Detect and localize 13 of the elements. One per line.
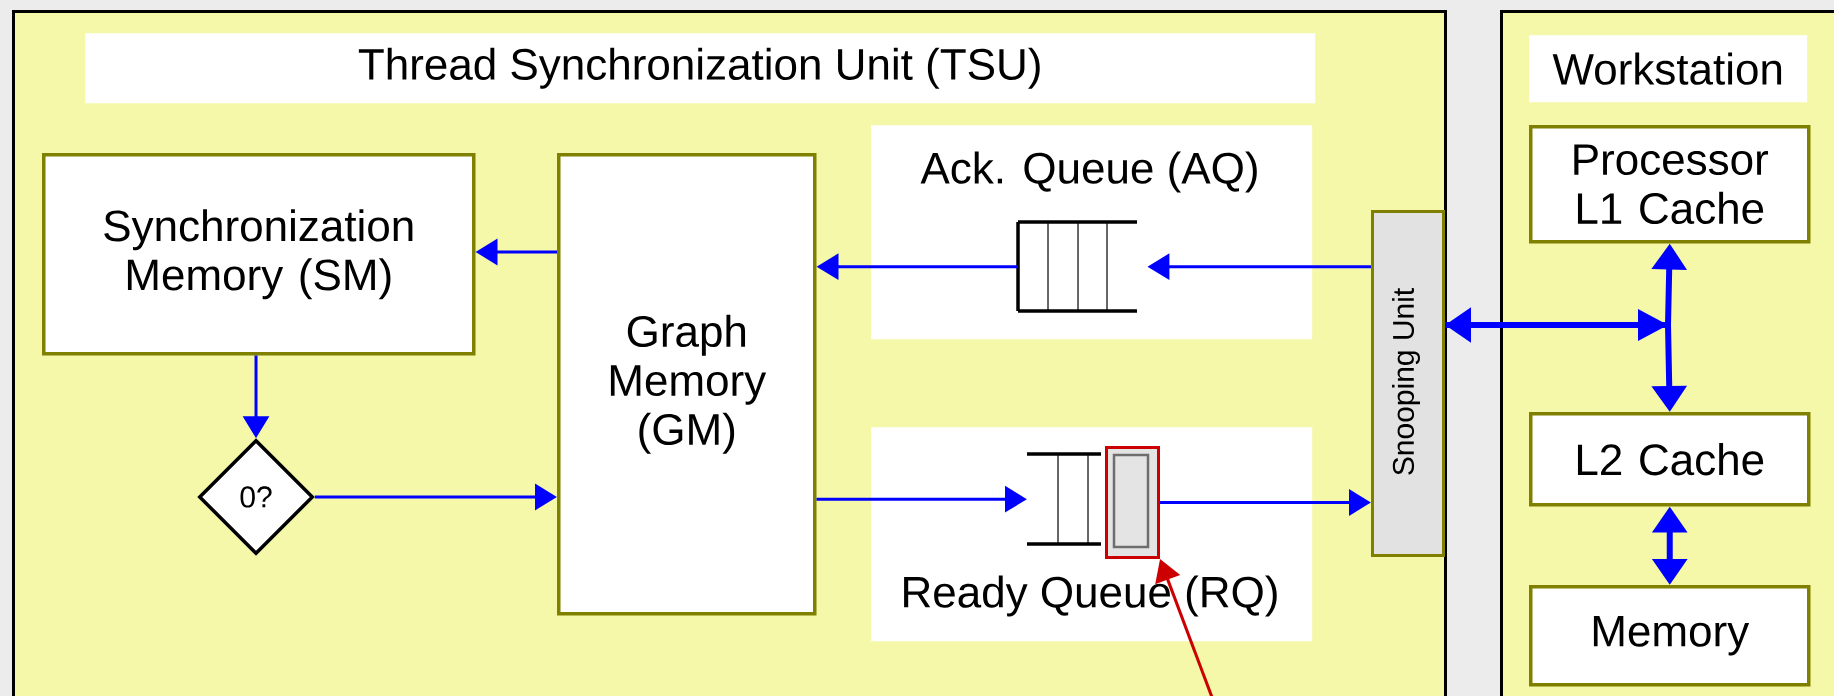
title-bar: Thread Synchronization Unit (TSU) — [85, 33, 1316, 104]
title-bar: Workstation — [1529, 35, 1808, 103]
processor-box: Processor L1 Cache — [1529, 125, 1811, 244]
highlighted-slot — [1105, 446, 1160, 559]
queue-label: Ack. Queue (AQ) — [920, 151, 1257, 193]
queue-icon — [1027, 452, 1101, 546]
memory-box: Memory — [1529, 585, 1811, 687]
memory-box: Synchronization Memory (SM) — [42, 153, 476, 356]
queue-icon — [1016, 220, 1137, 313]
snooping-unit-box: Snooping Unit — [1371, 210, 1445, 557]
cache-box: L2 Cache — [1529, 412, 1811, 507]
memory-box: Graph Memory (GM) — [557, 153, 817, 616]
queue-label: Ready Queue (RQ) — [904, 575, 1277, 617]
